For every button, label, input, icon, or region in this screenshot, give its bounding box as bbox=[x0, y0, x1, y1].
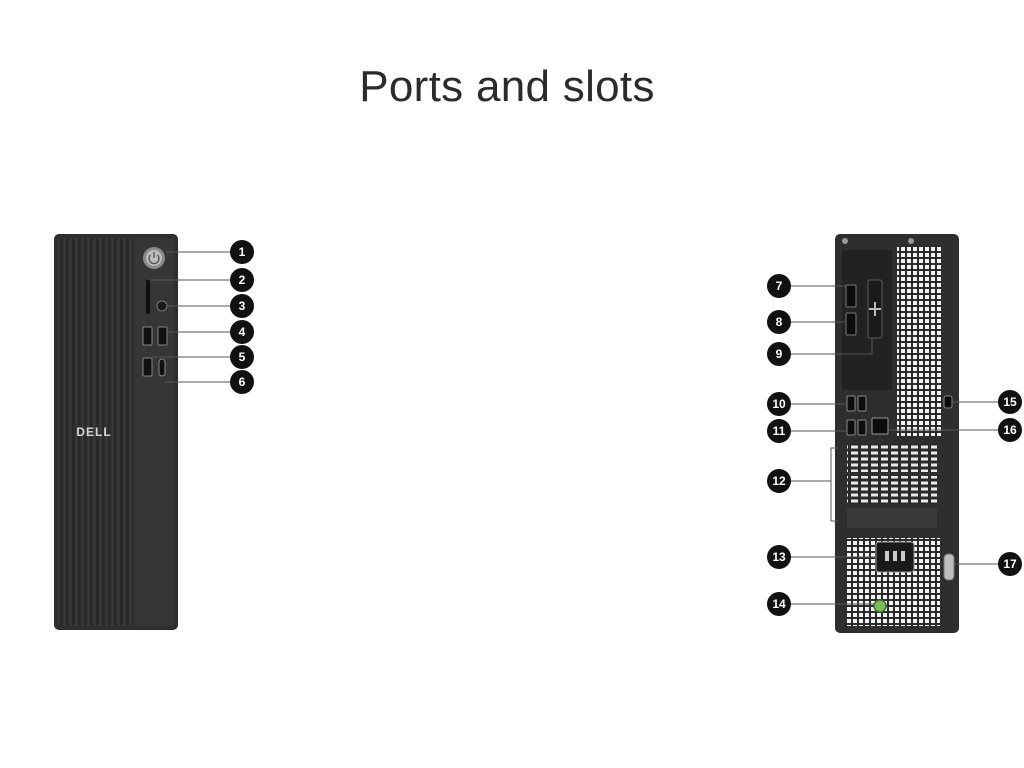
callout-number: 17 bbox=[1003, 557, 1017, 571]
callout-1: 1 bbox=[230, 240, 254, 264]
expansion-slot bbox=[847, 476, 937, 504]
callout-9: 9 bbox=[767, 342, 791, 366]
callout-number: 12 bbox=[772, 474, 786, 488]
power-button-icon bbox=[143, 247, 165, 269]
callout-number: 9 bbox=[776, 347, 783, 361]
callout-number: 16 bbox=[1003, 423, 1017, 437]
callout-7: 7 bbox=[767, 274, 791, 298]
padlock-ring-icon bbox=[943, 553, 955, 581]
displayport-icon bbox=[845, 312, 857, 336]
callout-number: 11 bbox=[773, 424, 786, 438]
callout-number: 1 bbox=[239, 245, 246, 259]
security-slot-icon bbox=[943, 395, 953, 409]
ethernet-port-icon bbox=[871, 417, 889, 435]
back-view bbox=[835, 234, 959, 633]
callout-14: 14 bbox=[767, 592, 791, 616]
callout-3: 3 bbox=[230, 294, 254, 318]
callout-number: 3 bbox=[239, 299, 246, 313]
back-leader-lines bbox=[790, 285, 1000, 605]
callout-number: 13 bbox=[772, 550, 786, 564]
callout-number: 8 bbox=[776, 315, 783, 329]
usb-a-port-icon bbox=[142, 357, 153, 377]
callout-number: 4 bbox=[239, 325, 246, 339]
expansion-slot-cover bbox=[847, 508, 937, 528]
chassis-screw bbox=[908, 238, 914, 244]
callout-number: 2 bbox=[239, 273, 246, 287]
callout-16: 16 bbox=[998, 418, 1022, 442]
rear-vent-grille bbox=[897, 246, 942, 436]
power-connector-icon bbox=[875, 541, 915, 573]
callout-number: 10 bbox=[772, 397, 786, 411]
front-io-strip bbox=[134, 238, 174, 626]
psu-diagnostic-led bbox=[873, 599, 887, 613]
callout-number: 15 bbox=[1003, 395, 1017, 409]
callout-5: 5 bbox=[230, 345, 254, 369]
front-view: DELL bbox=[54, 234, 178, 630]
callout-13: 13 bbox=[767, 545, 791, 569]
callout-10: 10 bbox=[767, 392, 791, 416]
expansion-slot bbox=[847, 444, 937, 472]
chassis-screw bbox=[842, 238, 848, 244]
callout-6: 6 bbox=[230, 370, 254, 394]
page-title: Ports and slots bbox=[359, 62, 655, 111]
usb-a-port-icon bbox=[846, 395, 867, 436]
callout-17: 17 bbox=[998, 552, 1022, 576]
callout-2: 2 bbox=[230, 268, 254, 292]
front-ribbed-panel bbox=[58, 238, 132, 626]
sd-card-slot-icon bbox=[146, 280, 150, 314]
callout-8: 8 bbox=[767, 310, 791, 334]
callout-number: 6 bbox=[239, 375, 246, 389]
callout-11: 11 bbox=[767, 419, 791, 443]
usb-c-port-icon bbox=[158, 358, 166, 377]
callout-number: 5 bbox=[239, 350, 246, 364]
callout-number: 7 bbox=[776, 279, 783, 293]
callout-4: 4 bbox=[230, 320, 254, 344]
headset-jack-icon bbox=[156, 300, 168, 312]
callout-12: 12 bbox=[767, 469, 791, 493]
callout-number: 14 bbox=[772, 597, 786, 611]
dell-logo: DELL bbox=[76, 425, 111, 439]
front-leader-lines bbox=[150, 251, 230, 383]
displayport-icon bbox=[845, 284, 857, 308]
callout-15: 15 bbox=[998, 390, 1022, 414]
usb-a-port-icon bbox=[142, 326, 168, 346]
